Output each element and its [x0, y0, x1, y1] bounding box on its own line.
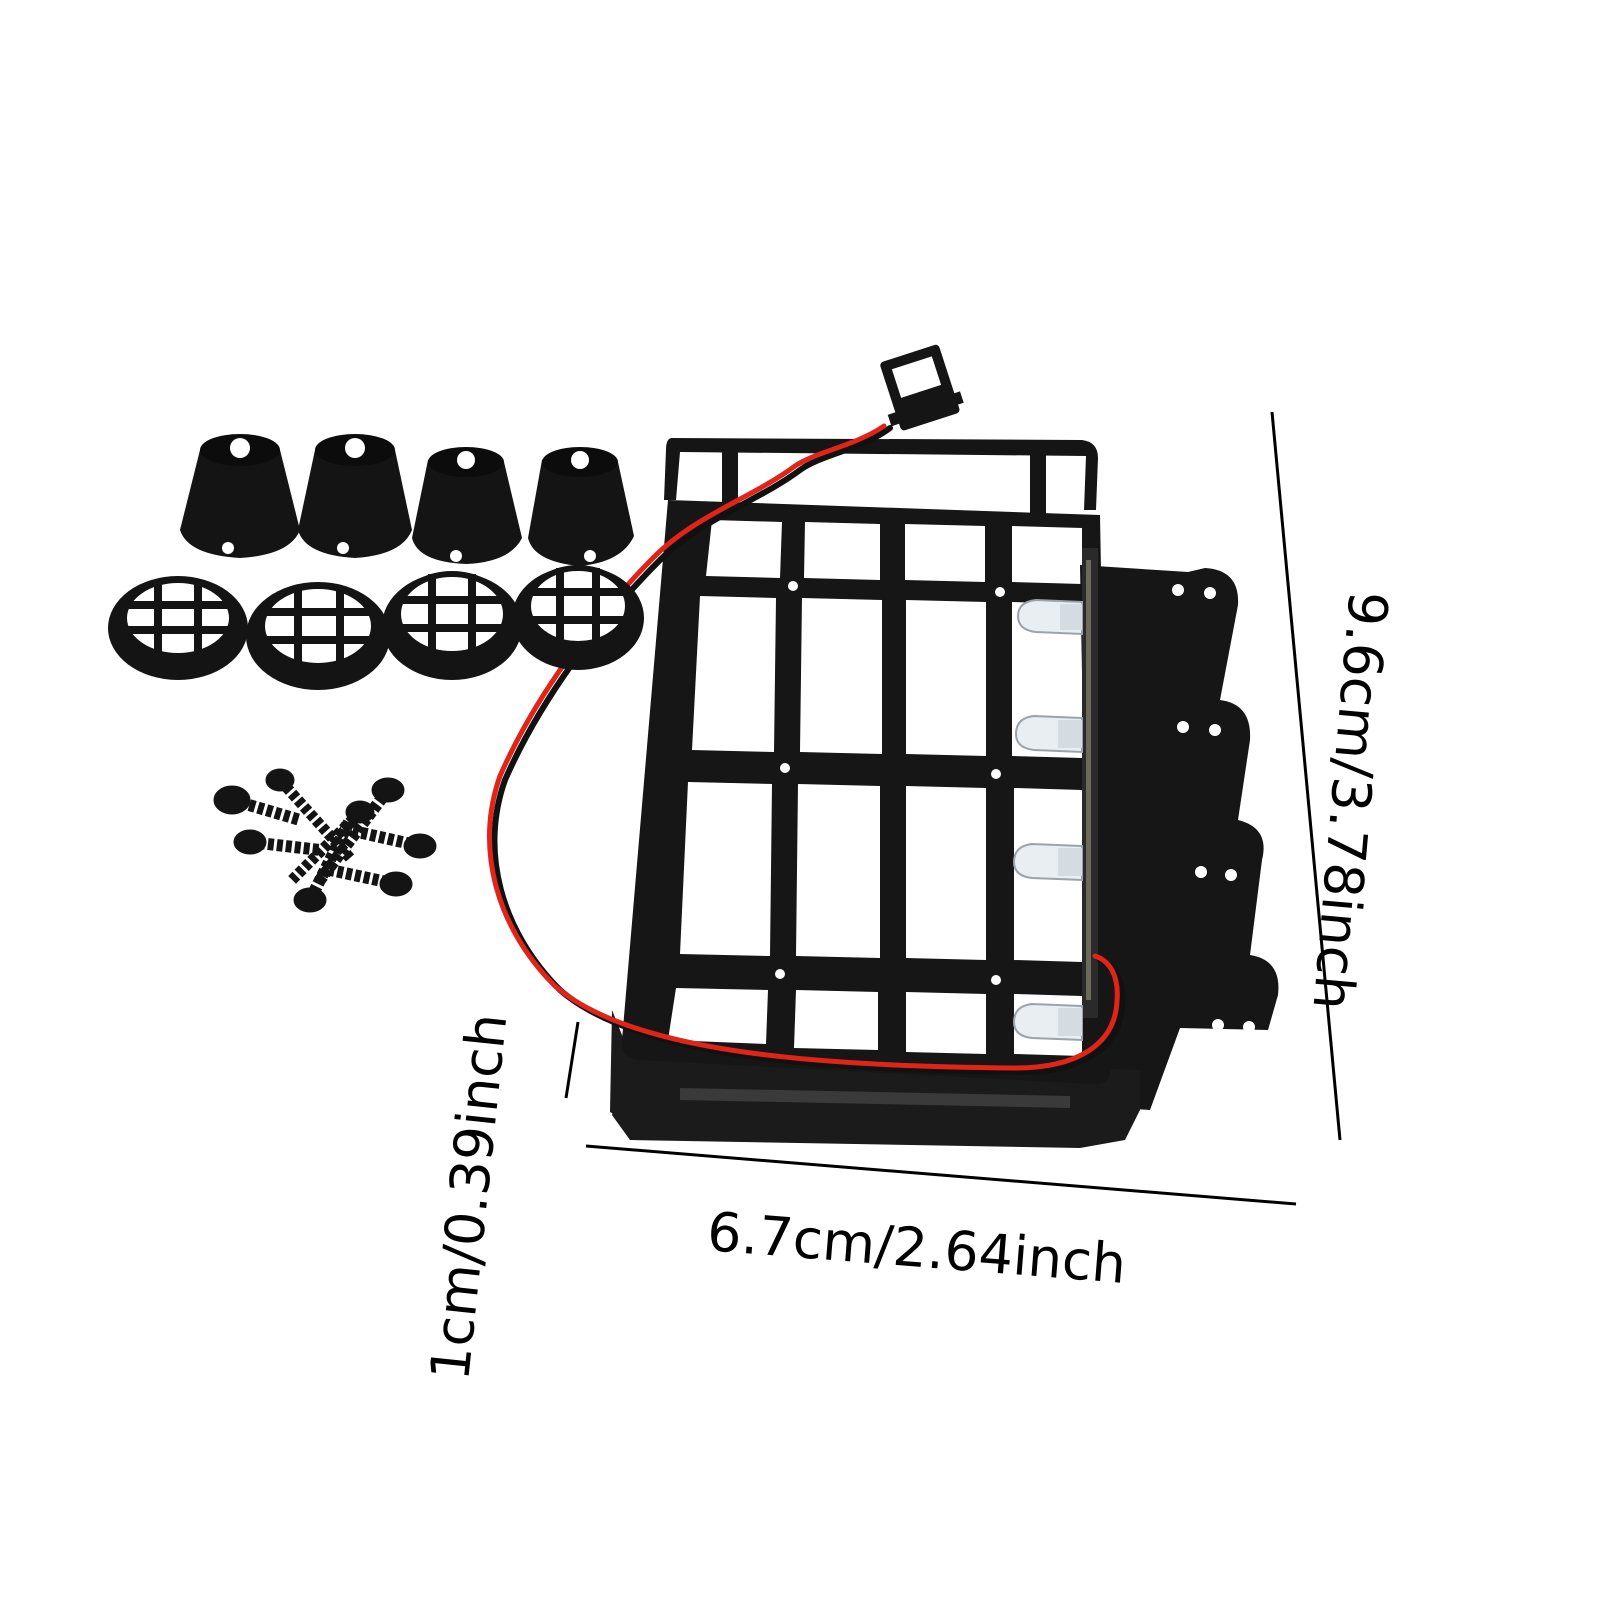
screw-icon — [328, 864, 413, 897]
height-dimension-line — [564, 1021, 580, 1099]
screw-icon — [265, 768, 355, 862]
wire-harness — [487, 344, 1126, 1076]
light-housing-icon — [298, 434, 412, 558]
bracket-holes — [1172, 584, 1255, 1033]
light-housings — [180, 434, 634, 566]
servo-connector — [880, 344, 964, 431]
light-grill-icon — [382, 571, 522, 680]
roof-rack — [610, 438, 1279, 1148]
screw-icon — [233, 829, 321, 856]
led-icon — [1016, 598, 1083, 636]
led-icon — [1014, 714, 1083, 754]
light-grill-icon — [512, 565, 644, 670]
light-housing-icon — [180, 434, 300, 558]
light-grill-icon — [108, 576, 248, 680]
screw-icon — [338, 822, 437, 859]
width-dimension-label: 6.7cm/2.64inch — [705, 1200, 1128, 1296]
led-lights — [1012, 598, 1083, 1042]
screw-icon — [213, 785, 302, 826]
light-housing-icon — [412, 447, 522, 564]
dimension-lines — [564, 411, 1342, 1206]
front-rail — [664, 438, 1098, 510]
width-dimension-line — [585, 1144, 1297, 1206]
length-dimension-label: 9.6cm/3.78inch — [1300, 589, 1399, 1013]
height-dimension-label: 1cm/0.39inch — [418, 1011, 519, 1384]
led-icon — [1012, 842, 1083, 882]
light-grill-icon — [246, 582, 390, 690]
light-housing-icon — [528, 447, 634, 566]
rack-rivets — [775, 581, 1005, 985]
mounting-bracket — [1080, 565, 1279, 1110]
screw-icon — [288, 800, 375, 884]
rack-grid-frame — [621, 500, 1110, 1085]
screw-icon — [293, 817, 356, 913]
light-grills — [108, 565, 644, 690]
led-icon — [1012, 1002, 1083, 1042]
screws — [213, 768, 437, 913]
length-dimension-line — [1270, 411, 1342, 1141]
